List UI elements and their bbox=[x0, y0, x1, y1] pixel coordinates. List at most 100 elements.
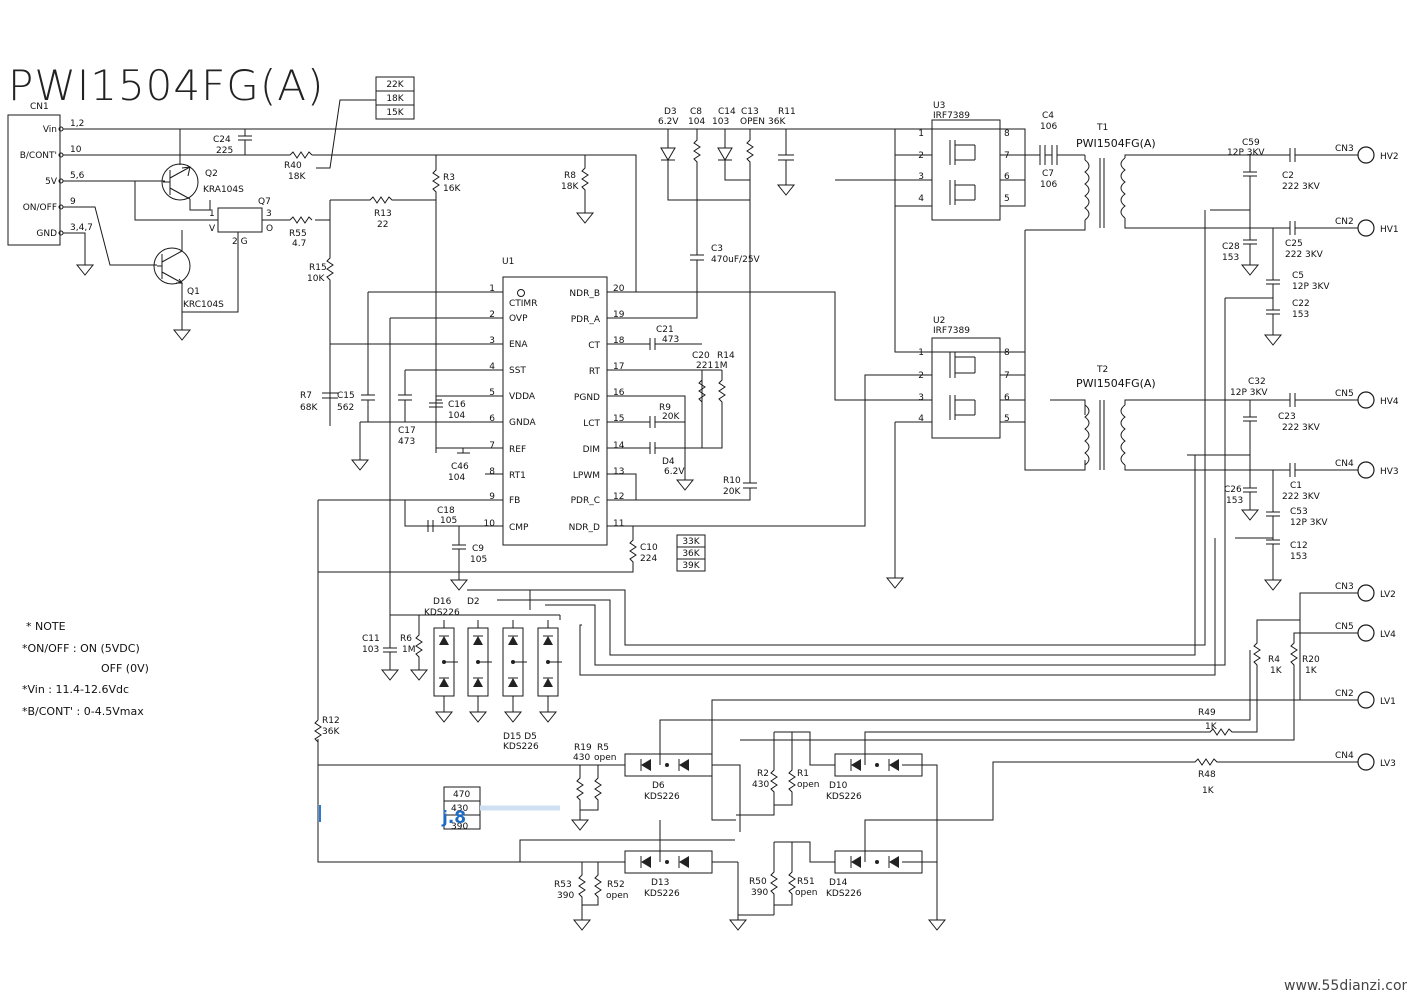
c17-label: R10 bbox=[723, 476, 741, 486]
r40-value: 18K bbox=[288, 172, 306, 182]
r14-label: C20 bbox=[692, 351, 710, 361]
r9-value: 104 bbox=[688, 117, 705, 127]
feedback-diode-arrays bbox=[380, 210, 1226, 681]
c8-label: C46 bbox=[451, 462, 469, 472]
svg-text:PWI1504FG(A): PWI1504FG(A) bbox=[1076, 137, 1156, 150]
c9-value: 104 bbox=[448, 411, 465, 421]
connector-terminal-icon bbox=[1357, 584, 1375, 602]
connector-terminal-icon bbox=[1357, 753, 1375, 771]
connector-ref: CN3 bbox=[1335, 144, 1354, 154]
r13-label: R13 bbox=[374, 209, 392, 219]
svg-text:FB: FB bbox=[509, 496, 520, 506]
u1-right-wiring bbox=[318, 180, 920, 573]
c1-label: C1 bbox=[1290, 481, 1302, 491]
connector-terminal-icon bbox=[1357, 461, 1375, 479]
d13-label: D13 bbox=[651, 878, 669, 888]
svg-text:LPWM: LPWM bbox=[573, 471, 600, 481]
r3-value: 16K bbox=[443, 184, 461, 194]
c16-value: 6.2V bbox=[664, 467, 685, 477]
svg-text:*B/CONT' : 0-4.5Vmax: *B/CONT' : 0-4.5Vmax bbox=[22, 705, 144, 718]
r11-option-box: 33K 36K 39K bbox=[676, 534, 706, 572]
r5-value: open bbox=[594, 753, 616, 763]
d16-label: D16 bbox=[433, 597, 452, 607]
c22-value: 153 bbox=[1292, 310, 1309, 320]
svg-text:7: 7 bbox=[1004, 371, 1010, 381]
svg-text:13: 13 bbox=[613, 467, 624, 477]
svg-text:NDR_D: NDR_D bbox=[569, 523, 600, 533]
q2-label: Q2 bbox=[205, 169, 218, 179]
r55-value: 4.7 bbox=[292, 239, 306, 249]
diode-icon bbox=[543, 636, 553, 645]
svg-text:3: 3 bbox=[266, 209, 272, 219]
svg-text:1: 1 bbox=[489, 284, 495, 294]
svg-text:1,2: 1,2 bbox=[70, 119, 84, 129]
r13-value: 22 bbox=[377, 220, 388, 230]
svg-text:* NOTE: * NOTE bbox=[26, 620, 66, 633]
connector-ref: CN5 bbox=[1335, 389, 1354, 399]
svg-text:6: 6 bbox=[1004, 172, 1010, 182]
diode-icon bbox=[679, 759, 689, 771]
svg-text:6: 6 bbox=[1004, 393, 1010, 403]
cn1-pin-bcont: B/CONT' bbox=[20, 151, 57, 161]
svg-text:2: 2 bbox=[489, 310, 495, 320]
diode-icon bbox=[473, 678, 483, 687]
c32-value: 12P 3KV bbox=[1230, 388, 1268, 398]
d3-value: 6.2V bbox=[658, 117, 679, 127]
c25-label: C25 bbox=[1285, 239, 1303, 249]
c11-value: 103 bbox=[362, 645, 379, 655]
zener-section bbox=[660, 129, 796, 201]
c28-label: C28 bbox=[1222, 242, 1240, 252]
svg-text:390: 390 bbox=[451, 822, 468, 832]
connector-name: LV3 bbox=[1380, 759, 1396, 769]
r9-label: C8 bbox=[690, 107, 702, 117]
svg-text:OFF (0V): OFF (0V) bbox=[101, 662, 149, 675]
c1-value: 222 3KV bbox=[1282, 492, 1321, 502]
r8-label: R8 bbox=[564, 171, 576, 181]
svg-text:9: 9 bbox=[70, 197, 76, 207]
diode-icon bbox=[641, 759, 651, 771]
diode-pair-body bbox=[834, 850, 923, 874]
svg-text:VDDA: VDDA bbox=[509, 392, 536, 402]
c15-value: 20K bbox=[662, 412, 680, 422]
cn1-pin-gnd: GND bbox=[36, 229, 57, 239]
svg-text:10: 10 bbox=[70, 145, 82, 155]
r49-value: 1K bbox=[1205, 722, 1218, 732]
r52-label: R52 bbox=[607, 880, 625, 890]
svg-text:36K: 36K bbox=[682, 549, 700, 559]
diode-icon bbox=[889, 759, 899, 771]
c23-label: C23 bbox=[1278, 412, 1296, 422]
c24-label: C24 bbox=[213, 135, 231, 145]
r20-label: R20 bbox=[1302, 655, 1320, 665]
r12-label: R12 bbox=[322, 716, 340, 726]
svg-text:PDR_A: PDR_A bbox=[571, 315, 601, 325]
transistor-q1 bbox=[153, 230, 192, 341]
c10-value: 473 bbox=[398, 437, 415, 447]
diode-array-components bbox=[433, 620, 562, 723]
r48-value: 1K bbox=[1202, 786, 1215, 796]
d2-label: D2 bbox=[467, 597, 480, 607]
r8-value: 18K bbox=[561, 182, 579, 192]
c2-label: C2 bbox=[1282, 171, 1294, 181]
diode-icon bbox=[439, 636, 449, 645]
mosfet-u3: U3 IRF7389 1 2 3 4 8 7 6 5 bbox=[835, 101, 1040, 221]
u1-ref: U1 bbox=[502, 257, 514, 267]
connector-ref: CN3 bbox=[1335, 582, 1354, 592]
svg-text:NDR_B: NDR_B bbox=[569, 289, 600, 299]
svg-text:V: V bbox=[209, 224, 216, 234]
svg-text:16: 16 bbox=[613, 388, 625, 398]
cn1-pin-5v: 5V bbox=[45, 177, 58, 187]
connector-name: HV2 bbox=[1380, 152, 1399, 162]
c2-value: 222 3KV bbox=[1282, 182, 1321, 192]
c25-value: 222 3KV bbox=[1285, 250, 1324, 260]
r12-value: 36K bbox=[322, 727, 340, 737]
r50-label: R50 bbox=[749, 877, 767, 887]
svg-text:1: 1 bbox=[918, 129, 924, 139]
r19-value: 430 bbox=[573, 753, 590, 763]
connector-name: LV4 bbox=[1380, 630, 1396, 640]
d6-part: KDS226 bbox=[644, 792, 680, 802]
d15-label: D15 D5 bbox=[503, 732, 537, 742]
svg-text:U3: U3 bbox=[933, 101, 945, 111]
d4-label: C14 bbox=[718, 107, 736, 117]
r48-label: R48 bbox=[1198, 770, 1216, 780]
